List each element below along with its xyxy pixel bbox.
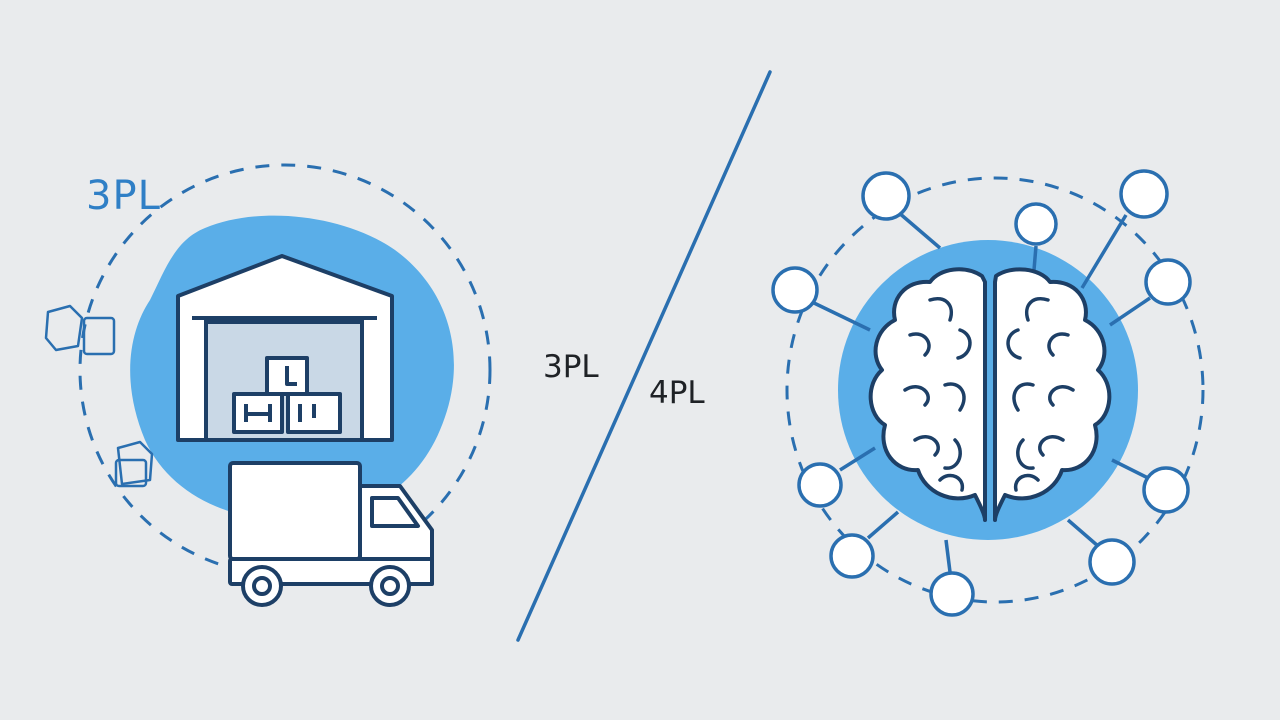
small-boxes-icon [44,304,154,488]
brain-icon [868,267,1112,522]
boxes-icon [232,356,342,434]
center-label-3pl: 3PL [543,349,599,385]
warehouse-icon [176,254,394,442]
right-dashed-orbit [785,176,1205,604]
3pl-title: 3PL [86,173,161,219]
center-label-4pl: 4PL [649,375,705,411]
diagonal-divider [516,70,772,642]
3pl-illustration [44,163,492,607]
delivery-truck-icon [228,461,434,607]
4pl-illustration [771,169,1205,617]
network-node-icon [771,169,1192,617]
